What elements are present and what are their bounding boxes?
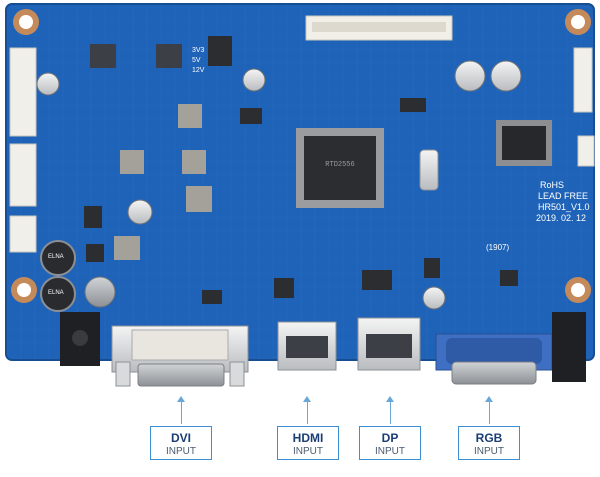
hdmi-connector	[277, 321, 337, 371]
electrolytic-capacitors	[36, 60, 522, 310]
dp-input-label: DP INPUT	[359, 426, 421, 460]
dvi-input-label: DVI INPUT	[150, 426, 212, 460]
top-fpc-connector	[305, 15, 453, 41]
hdmi-arrow-up-icon	[303, 396, 311, 402]
mounting-holes	[11, 9, 591, 303]
dvi-label-sub: INPUT	[166, 446, 196, 457]
main-controller-chip: RTD2556	[296, 128, 384, 208]
dvi-connector	[111, 325, 249, 387]
rgb-label-sub: INPUT	[474, 446, 504, 457]
dvi-label-title: DVI	[170, 431, 191, 445]
smd-components	[84, 36, 518, 304]
rgb-label-title: RGB	[475, 431, 503, 445]
elna-capacitors	[40, 240, 116, 312]
elna-label-2: ELNA	[48, 290, 64, 296]
voltage-3v3: 3V3	[192, 47, 205, 54]
dp-connector	[357, 317, 421, 371]
svg-text:RTD2556: RTD2556	[325, 161, 354, 169]
power-jacks	[60, 312, 586, 382]
voltage-5v: 5V	[192, 57, 201, 64]
vga-connector	[435, 333, 553, 385]
rgb-arrow-line	[489, 400, 490, 424]
right-connectors	[573, 47, 595, 167]
hdmi-input-label: HDMI INPUT	[277, 426, 339, 460]
power-inductors	[90, 44, 212, 260]
dvi-arrow-line	[181, 400, 182, 424]
rgb-arrow-up-icon	[485, 396, 493, 402]
voltage-12v: 12V	[192, 67, 205, 74]
dp-label-sub: INPUT	[375, 446, 405, 457]
left-connectors	[9, 47, 37, 253]
lead-free-text: LEAD FREE	[538, 191, 588, 201]
dp-label-title: DP	[381, 431, 399, 445]
hdmi-label-sub: INPUT	[293, 446, 323, 457]
hdmi-label-title: HDMI	[292, 431, 324, 445]
rgb-input-label: RGB INPUT	[458, 426, 520, 460]
audio-amplifier-chip	[496, 120, 552, 166]
dvi-arrow-up-icon	[177, 396, 185, 402]
ul-code-text: (1907)	[486, 243, 509, 252]
hdmi-arrow-line	[307, 400, 308, 424]
elna-label-1: ELNA	[48, 254, 64, 260]
crystal-oscillator	[419, 149, 439, 191]
date-text: 2019. 02. 12	[536, 213, 586, 223]
dp-arrow-line	[390, 400, 391, 424]
model-text: HR501_V1.0	[538, 202, 590, 212]
rohs-text: RoHS	[540, 180, 564, 190]
dp-arrow-up-icon	[386, 396, 394, 402]
